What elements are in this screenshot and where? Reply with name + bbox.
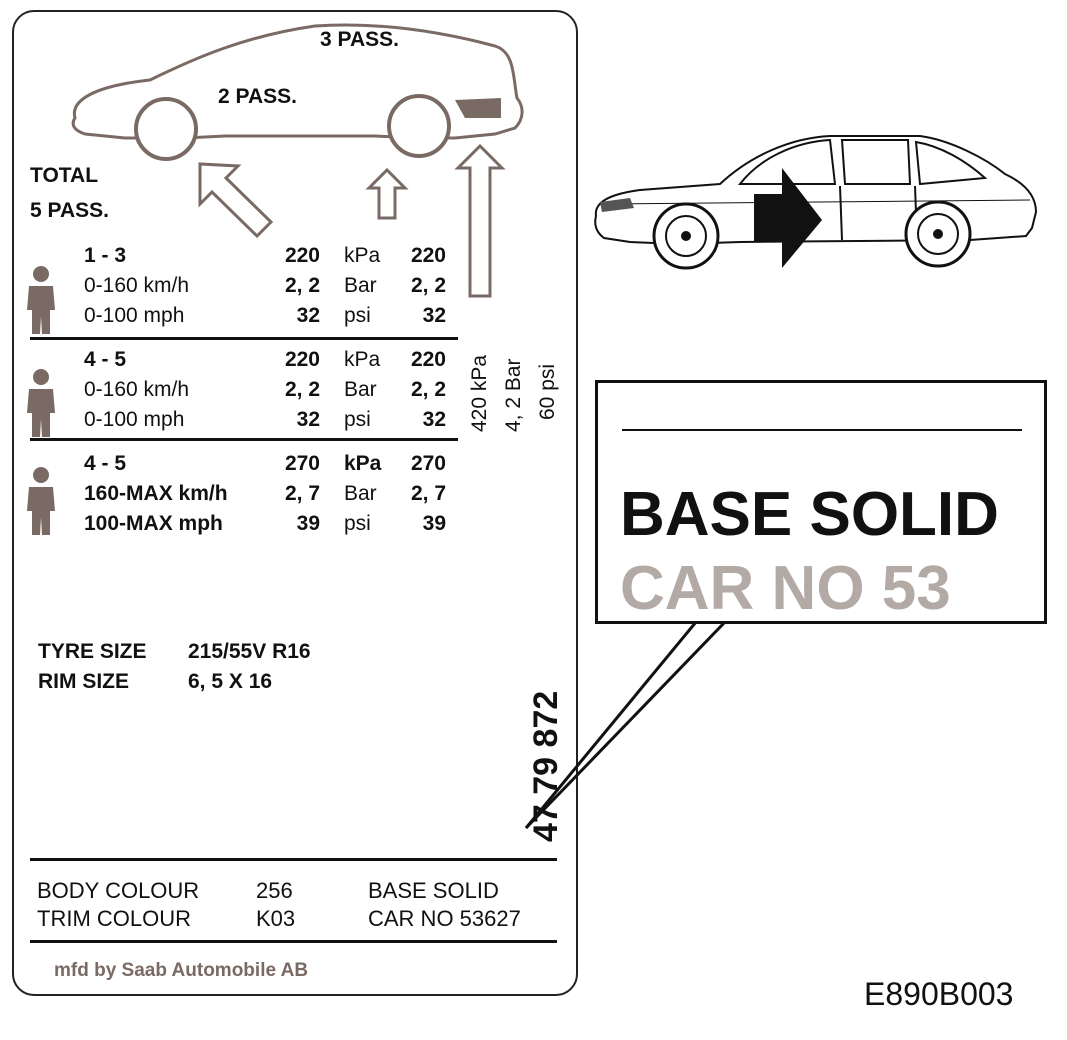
section-divider (30, 858, 557, 861)
row1-front-psi: 32 (296, 304, 320, 327)
total-pass-label: 5 PASS. (30, 199, 109, 222)
callout-pointer (524, 620, 727, 830)
row3-unit-kpa: kPa (344, 452, 382, 475)
trim-colour-desc: CAR NO 53627 (368, 906, 521, 931)
row3-front-kpa: 270 (284, 452, 320, 475)
body-colour-code: 256 (256, 878, 293, 903)
spare-wheel-arrow (454, 143, 506, 298)
row1-passengers: 1 - 3 (84, 244, 127, 267)
sedan-car-icon (594, 135, 1038, 270)
row3-speed-mph: 100-MAX mph (84, 512, 223, 535)
pass-3-label: 3 PASS. (320, 28, 399, 51)
spare-kpa: 420 kPa (468, 354, 491, 432)
row3-front-psi: 39 (296, 512, 320, 535)
pass-2-label: 2 PASS. (218, 85, 297, 108)
row1-rear-kpa: 220 (410, 244, 446, 267)
row3-passengers: 4 - 5 (84, 452, 127, 475)
row1-front-bar: 2, 2 (284, 274, 320, 297)
rim-size-label: RIM SIZE (38, 670, 130, 693)
row1-front-kpa: 220 (284, 244, 320, 267)
row1-rear-psi: 32 (422, 304, 446, 327)
rear-wheel-arrow (365, 167, 409, 220)
tyre-pressure-label (12, 10, 578, 996)
magnified-label-box: BASE SOLID CAR NO 53 (595, 380, 1047, 624)
tyre-size-value: 215/55V R16 (188, 640, 311, 663)
zoom-car-no: CAR NO 53 (620, 554, 951, 623)
spare-psi: 60 psi (536, 363, 559, 420)
body-colour-desc: BASE SOLID (368, 878, 499, 903)
section-divider (30, 940, 557, 943)
zoom-base-solid: BASE SOLID (620, 480, 999, 549)
row3-unit-psi: psi (344, 512, 371, 535)
row3-speed-kmh: 160-MAX km/h (84, 482, 228, 505)
rim-size-value: 6, 5 X 16 (188, 670, 273, 693)
row2-unit-bar: Bar (344, 378, 377, 401)
row-divider (30, 438, 458, 441)
person-icon (27, 369, 55, 437)
row2-speed-mph: 0-100 mph (84, 408, 185, 431)
tyre-size-label: TYRE SIZE (38, 640, 147, 663)
row2-rear-bar: 2, 2 (410, 378, 446, 401)
person-icon (27, 467, 55, 535)
row3-rear-bar: 2, 7 (410, 482, 446, 505)
door-arrow-icon (754, 168, 822, 268)
zoom-line (622, 429, 1022, 431)
row1-speed-kmh: 0-160 km/h (84, 274, 190, 297)
row3-rear-kpa: 270 (410, 452, 446, 475)
row-divider (30, 337, 458, 340)
car-silhouette-diagram (71, 23, 524, 298)
figure-code: E890B003 (864, 976, 1014, 1012)
rear-wheel (387, 94, 451, 158)
front-wheel (134, 97, 198, 161)
manufacturer-text: mfd by Saab Automobile AB (54, 960, 309, 981)
row3-rear-psi: 39 (422, 512, 446, 535)
row1-unit-psi: psi (344, 304, 371, 327)
row1-unit-kpa: kPa (344, 244, 381, 267)
spare-bar: 4, 2 Bar (502, 358, 525, 432)
row2-unit-psi: psi (344, 408, 371, 431)
row1-unit-bar: Bar (344, 274, 377, 297)
row2-front-psi: 32 (296, 408, 320, 431)
total-label: TOTAL (30, 164, 99, 187)
trim-colour-label: TRIM COLOUR (37, 906, 191, 931)
row2-speed-kmh: 0-160 km/h (84, 378, 190, 401)
row3-unit-bar: Bar (344, 482, 377, 505)
row2-unit-kpa: kPa (344, 348, 381, 371)
body-colour-label: BODY COLOUR (37, 878, 200, 903)
row2-front-kpa: 220 (284, 348, 320, 371)
row1-speed-mph: 0-100 mph (84, 304, 185, 327)
row2-front-bar: 2, 2 (284, 378, 320, 401)
row3-front-bar: 2, 7 (284, 482, 320, 505)
row2-rear-psi: 32 (422, 408, 446, 431)
person-icon (27, 266, 55, 334)
row2-passengers: 4 - 5 (84, 348, 127, 371)
row1-rear-bar: 2, 2 (410, 274, 446, 297)
front-wheel-arrow (198, 162, 274, 239)
trim-colour-code: K03 (256, 906, 296, 931)
row2-rear-kpa: 220 (410, 348, 446, 371)
